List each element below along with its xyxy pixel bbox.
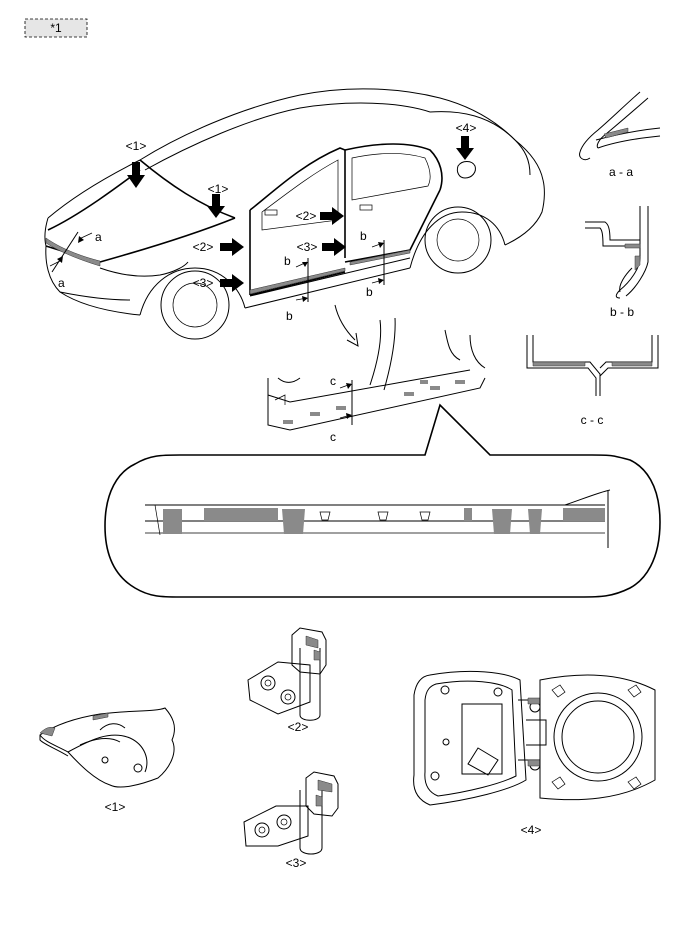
section-view-cc: c - c [526,335,659,427]
section-view-label-bb: b - b [610,305,634,319]
arrow-down-1b [207,194,225,218]
arrow-down-4 [456,136,474,160]
arrow-right-3a [220,274,244,292]
callout-arrows [127,136,474,292]
section-letter-c-bottom: c [330,430,336,444]
pointer-arrow [334,304,359,347]
section-view-label-cc: c - c [581,413,604,427]
section-view-bb: b - b [585,206,649,319]
callout-2-left: <2> [193,240,214,254]
hood-hinge-part: <1> [39,707,175,814]
upper-door-hinge-part: <2> [247,627,327,734]
part-label-upper-door-hinge: <2> [288,720,309,734]
fuel-lid-part: <4> [413,670,656,837]
section-letter-b-1: b [284,254,291,268]
callout-2-door: <2> [296,209,317,223]
section-view-label-aa: a - a [609,165,633,179]
lower-door-hinge-part: <3> [243,771,339,870]
section-letter-b-4: b [366,285,373,299]
callout-3-door: <3> [297,240,318,254]
magnified-detail [104,403,661,598]
callout-1-top: <1> [126,139,147,153]
part-label-hood-hinge: <1> [105,800,126,814]
section-view-aa: a - a [579,91,661,179]
section-letter-a-bottom: a [58,276,65,290]
arrow-right-2a [220,238,244,256]
arrow-down-1a [127,162,145,188]
callout-1-mid: <1> [208,182,229,196]
arrow-right-3b [322,238,346,256]
tag-marker: *1 [24,18,88,38]
section-line-a: a a [49,230,102,290]
tag-label: *1 [50,21,62,35]
section-letter-a-top: a [95,230,102,244]
section-letter-b-3: b [360,229,367,243]
section-letter-c-top: c [330,374,336,388]
section-letter-b-2: b [286,309,293,323]
arrow-right-2b [320,207,344,225]
rocker-detail: c c [267,317,486,444]
car-side-view [44,88,545,340]
part-label-fuel-lid: <4> [521,823,542,837]
section-line-b: b b b b [284,229,385,323]
callout-4: <4> [456,121,477,135]
part-label-lower-door-hinge: <3> [286,856,307,870]
callout-3-left: <3> [193,276,214,290]
